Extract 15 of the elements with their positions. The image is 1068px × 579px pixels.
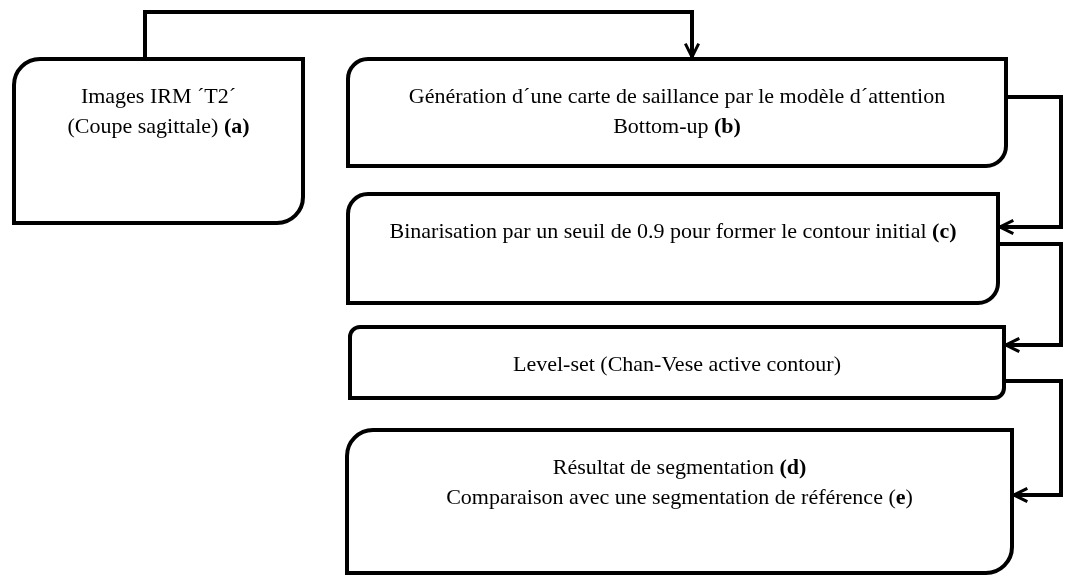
arrow [1000,242,1063,354]
box-text: Binarisation par un seuil de 0.9 pour former le contour initial (c) [389,217,957,245]
box-text: Level-set (Chan-Vese active contour) [513,350,841,378]
arrow [1006,379,1063,504]
process-box [346,57,1008,168]
box-text: Comparaison avec une segmentation de référence (e) [446,483,913,511]
box-text: Images IRM ´T2´ (Coupe sagittale) (a) [66,82,251,140]
box-text: Génération d´une carte de saillance par le modèle d´attention Bottom-up (b) [407,82,947,140]
process-box [345,428,1014,575]
process-box [346,192,1000,305]
arrow [143,10,701,59]
process-box [348,325,1006,400]
process-box [12,57,305,225]
arrow [998,95,1063,236]
box-text: Résultat de segmentation (d) [552,453,807,481]
